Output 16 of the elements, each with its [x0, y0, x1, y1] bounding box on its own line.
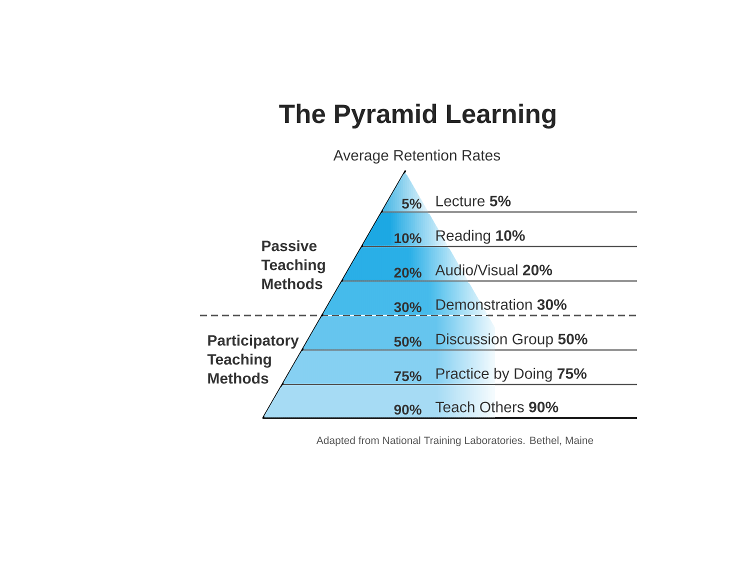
percentage-label: 30% [394, 302, 422, 312]
percentage-label: 20% [394, 268, 422, 278]
method-label: Discussion Group 50% [436, 333, 588, 348]
percentage-label: 5% [402, 198, 422, 209]
percentage-label: 75% [394, 371, 422, 382]
method-label: Lecture 5% [436, 196, 511, 206]
caption: Adapted from National Training Laboratories. Bethel, Maine [316, 436, 594, 446]
method-label: Reading 10% [436, 230, 525, 244]
method-label: Teach Others 90% [436, 401, 558, 412]
title: The Pyramid Learning [279, 104, 556, 129]
group-label: Passive Teaching Methods [261, 240, 325, 290]
method-label: Practice by Doing 75% [436, 368, 587, 382]
group-label: Participatory Teaching Methods [207, 334, 299, 384]
percentage-label: 10% [394, 233, 422, 244]
percentage-label: 90% [394, 404, 422, 415]
percentage-label: 50% [394, 336, 422, 347]
